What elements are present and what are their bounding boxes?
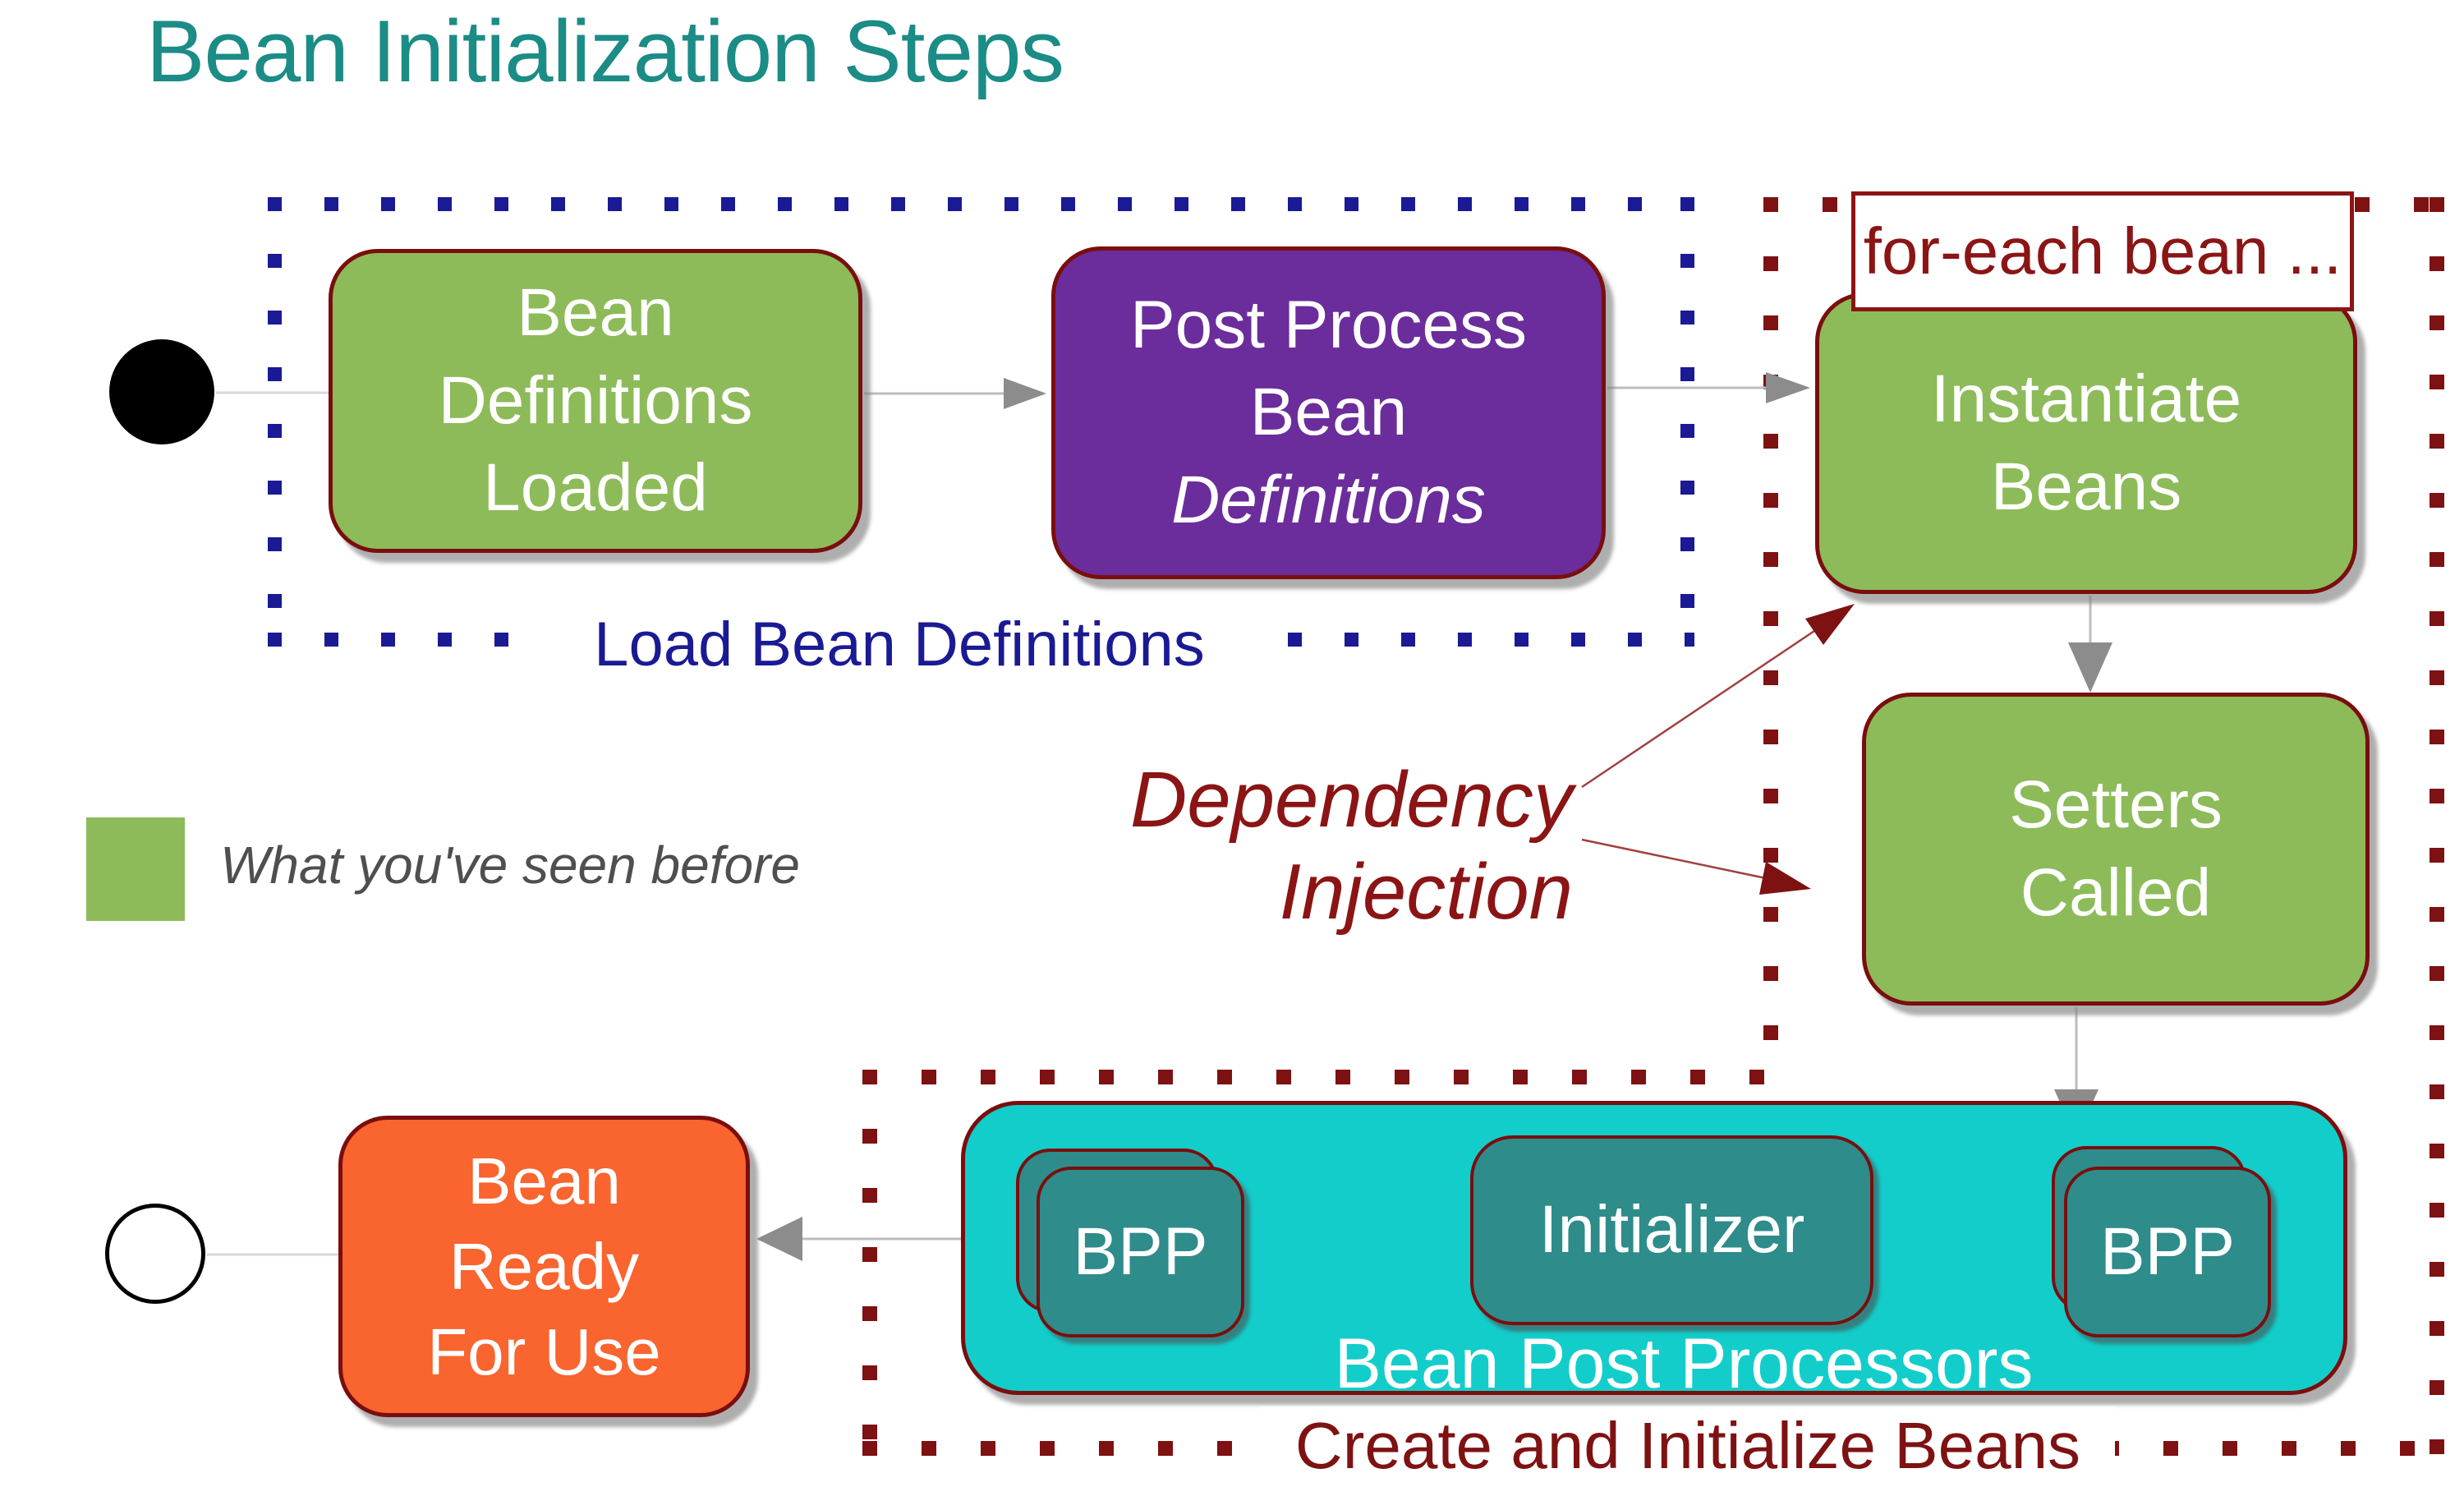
dependency-injection-note: Dependency Injection <box>1117 754 1573 939</box>
node-setters-called: Setters Called <box>1862 693 2370 1006</box>
di-line-to-setters <box>1581 838 1767 880</box>
end-state-circle <box>105 1204 205 1304</box>
label-text: Load Bean Definitions <box>594 609 1205 679</box>
load-group-border-left <box>268 197 282 647</box>
start-state-circle <box>109 339 214 444</box>
node-text-line: BPP <box>1073 1213 1208 1289</box>
di-arrowhead-to-setters <box>1759 862 1811 895</box>
di-arrowhead-to-instantiate <box>1805 604 1855 645</box>
container-bean-post-processors: BPP Initializer BPP Bean Post Processors <box>961 1101 2347 1403</box>
node-text-line: Beans <box>1990 449 2182 524</box>
node-text-line: Loaded <box>483 450 708 526</box>
node-text-line: Post Process <box>1129 287 1528 362</box>
node-bpp-right: BPP <box>2064 1167 2271 1337</box>
node-text-line: For Use <box>427 1314 661 1388</box>
label-text: Injection <box>1279 848 1573 937</box>
di-line-to-instantiate <box>1581 628 1818 789</box>
node-bpp-left: BPP <box>1037 1167 1244 1337</box>
label-text: Bean Post Processors <box>1334 1324 2034 1403</box>
foreach-group-border-right <box>2430 197 2444 1456</box>
load-group-border-top <box>268 197 1694 211</box>
arrowhead-to-post-process <box>1004 378 1046 409</box>
node-text-line: Initializer <box>1538 1192 1805 1268</box>
label-text: for-each bean ... <box>1863 214 2342 288</box>
arrowhead-to-bean-ready <box>756 1217 802 1261</box>
node-instantiate-beans: Instantiate Beans <box>1815 292 2357 594</box>
label-text: Dependency <box>1129 756 1573 844</box>
node-bean-definitions-loaded: Bean Definitions Loaded <box>329 249 862 553</box>
create-and-initialize-label: Create and Initialize Beans <box>1261 1406 2115 1485</box>
load-group-border-right <box>1680 197 1694 647</box>
arrowhead-to-instantiate <box>1766 372 1810 403</box>
create-group-border-left <box>862 1070 877 1456</box>
bean-post-processors-label: Bean Post Processors <box>1314 1324 2053 1403</box>
node-text-line: Instantiate <box>1930 361 2242 436</box>
node-text-line: Bean <box>467 1144 621 1218</box>
node-text-line: BPP <box>2099 1213 2236 1289</box>
node-text-line: Ready <box>448 1229 640 1303</box>
node-text-line: Bean <box>1249 375 1408 450</box>
node-post-process-bean-definitions: Post Process Bean Definitions <box>1051 246 1606 579</box>
node-initializer: Initializer <box>1470 1135 1873 1325</box>
node-text-line: Called <box>2020 854 2212 930</box>
load-bean-definitions-label: Load Bean Definitions <box>550 606 1248 682</box>
node-text-line: Setters <box>2009 767 2223 842</box>
legend-label: What you've seen before <box>220 836 800 895</box>
for-each-bean-label: for-each bean ... <box>1851 191 2354 311</box>
node-text-line: Definitions <box>1171 462 1486 537</box>
legend-green-swatch <box>86 817 185 921</box>
label-text: Create and Initialize Beans <box>1294 1409 2081 1482</box>
arrowhead-to-setters <box>2068 642 2112 693</box>
node-bean-ready-for-use: Bean Ready For Use <box>338 1116 750 1417</box>
node-text-line: Bean <box>517 275 674 351</box>
node-text-line: Definitions <box>438 362 753 438</box>
create-group-border-top <box>862 1070 1778 1084</box>
page-title: Bean Initialization Steps <box>146 2 1064 100</box>
